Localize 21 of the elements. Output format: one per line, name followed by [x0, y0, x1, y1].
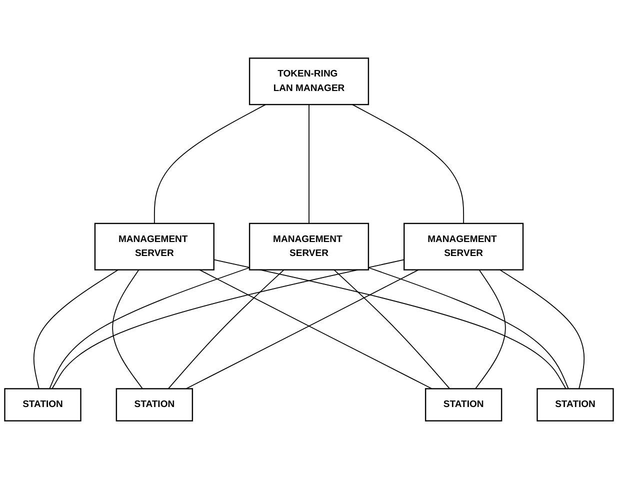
- connector: [475, 269, 506, 390]
- connector: [112, 269, 143, 390]
- connector: [499, 269, 585, 390]
- connector: [213, 259, 566, 390]
- node-box: STATION: [4, 388, 82, 422]
- connector: [33, 269, 119, 390]
- node-box: MANAGEMENT SERVER: [94, 222, 214, 270]
- connector: [368, 267, 569, 390]
- node-box: TOKEN-RING LAN MANAGER: [248, 58, 370, 106]
- connector: [308, 104, 310, 224]
- node-box: STATION: [536, 388, 614, 422]
- connector: [52, 259, 405, 390]
- node-box: MANAGEMENT SERVER: [404, 222, 524, 270]
- connector: [168, 269, 284, 390]
- node-box: MANAGEMENT SERVER: [248, 222, 370, 270]
- connector: [352, 104, 464, 224]
- node-box: STATION: [424, 388, 502, 422]
- connector: [49, 267, 250, 390]
- connector: [154, 104, 266, 224]
- connector: [334, 269, 450, 390]
- node-box: STATION: [116, 388, 194, 422]
